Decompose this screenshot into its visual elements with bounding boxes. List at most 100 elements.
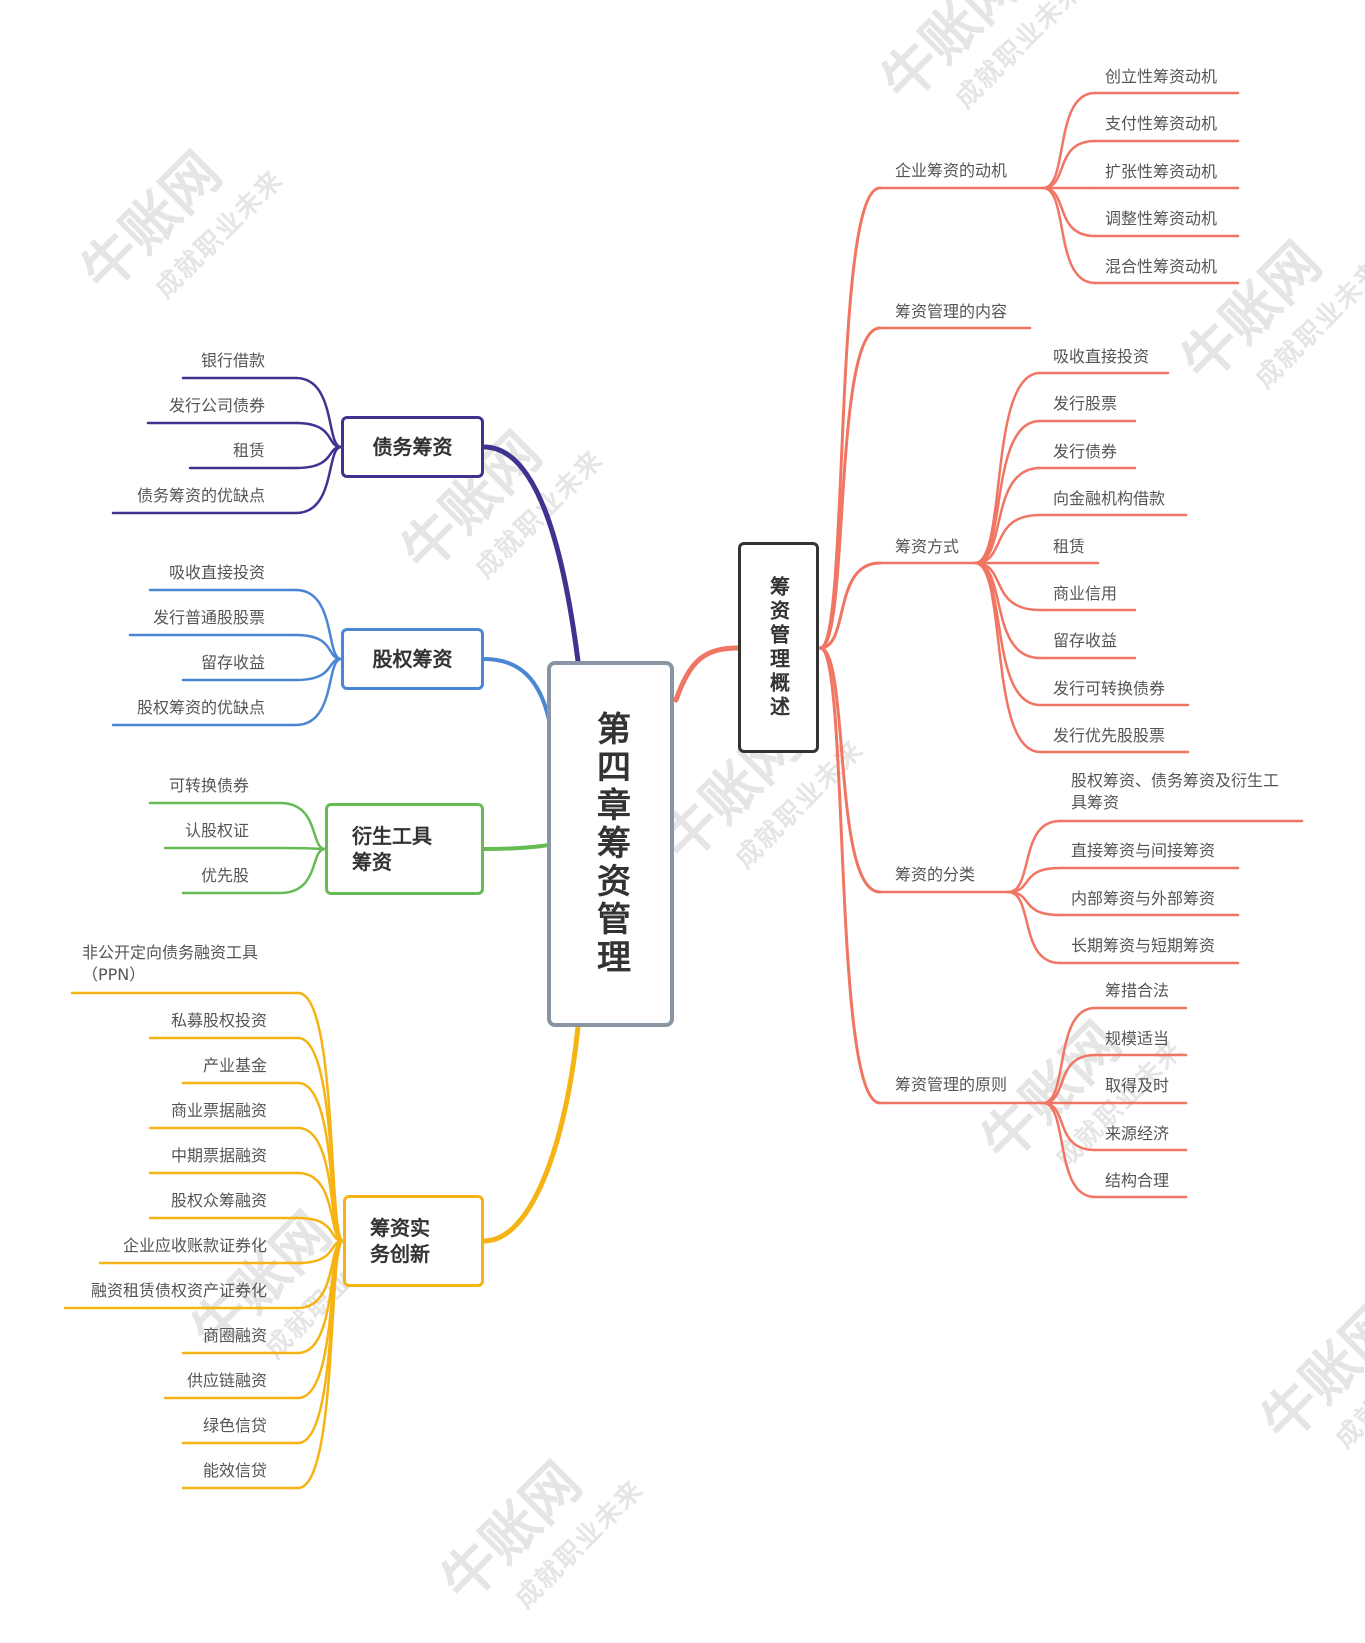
connector [296,1036,345,1243]
leaf-label[interactable]: 直接筹资与间接筹资 [1071,841,1216,860]
connector [278,801,327,851]
leaf-label[interactable]: 企业应收账款证券化 [122,1236,267,1255]
connector [296,1171,345,1243]
leaf-label[interactable]: 融资租赁债权资产证券化 [90,1281,267,1300]
connector [1006,890,1062,965]
connector [278,846,327,851]
connector [296,991,345,1243]
branch-derivative-financing[interactable]: 衍生工具筹资 [325,803,484,895]
leaf-label[interactable]: 发行可转换债券 [1053,679,1166,698]
leaf-label[interactable]: 商圈融资 [202,1326,267,1345]
connector [818,646,882,1105]
node-label[interactable]: 筹资管理的原则 [895,1075,1008,1094]
leaf-label[interactable]: 留存收益 [200,653,265,672]
leaf-label[interactable]: 吸收直接投资 [168,563,265,582]
leaf-label[interactable]: 可转换债券 [168,776,249,795]
connector [1041,1006,1097,1105]
leaf-label[interactable]: 租赁 [1053,537,1086,556]
branch-financing-innovation[interactable]: 筹资实务创新 [343,1195,484,1287]
connector [818,326,882,650]
leaf-label[interactable]: 向金融机构借款 [1053,489,1166,508]
connector [1041,1101,1097,1152]
leaf-label[interactable]: 发行普通股股票 [152,608,265,627]
connector [296,1239,345,1490]
leaf-label[interactable]: 中期票据融资 [170,1146,267,1165]
node-label[interactable]: 筹资方式 [895,537,960,556]
leaf-label[interactable]: 来源经济 [1105,1124,1170,1143]
connector [973,371,1042,565]
branch-financing-innovation-label: 筹资实务创新 [370,1216,430,1266]
connector [482,843,551,851]
connector [481,444,581,664]
connector [1006,819,1062,894]
leaf-label[interactable]: 发行优先股股票 [1053,726,1166,745]
connector [1041,186,1097,285]
leaf-label[interactable]: 发行公司债券 [168,396,265,415]
connector [1041,139,1097,190]
connector [818,646,882,894]
connector-layer [63,91,1304,1490]
leaf-label[interactable]: 发行债券 [1053,442,1118,461]
leaf-label[interactable]: 优先股 [200,866,249,885]
leaf-label[interactable]: 股权众筹融资 [170,1191,267,1210]
leaf-label[interactable]: 创立性筹资动机 [1105,67,1218,86]
branch-derivative-financing-label: 衍生工具筹资 [352,824,432,874]
connector [973,466,1042,565]
leaf-label[interactable]: 商业信用 [1053,584,1118,603]
leaf-label[interactable]: 混合性筹资动机 [1105,257,1218,276]
leaf-label[interactable]: 长期筹资与短期筹资 [1071,936,1216,955]
leaf-label[interactable]: 筹措合法 [1105,981,1170,1000]
leaf-label[interactable]: 股权筹资、债务筹资及衍生工具筹资 [1071,771,1280,812]
leaf-label[interactable]: 股权筹资的优缺点 [136,698,265,717]
connector [294,588,343,661]
node-label[interactable]: 企业筹资的动机 [895,161,1008,180]
leaf-label[interactable]: 结构合理 [1105,1171,1170,1190]
node-label[interactable]: 筹资的分类 [895,865,976,884]
connector [482,657,551,722]
connector [973,513,1042,565]
root-topic[interactable]: 第四章筹资管理 [547,661,674,1027]
leaf-label[interactable]: 银行借款 [200,351,265,370]
connector [1041,186,1097,238]
connector [1041,1053,1097,1105]
leaf-label[interactable]: 产业基金 [202,1056,267,1075]
connector [673,645,741,703]
node-label[interactable]: 筹资管理的内容 [895,302,1008,321]
connector [294,445,343,515]
leaf-label[interactable]: 内部筹资与外部筹资 [1071,889,1216,908]
leaf-label[interactable]: 非公开定向债务融资工具（PPN） [82,943,259,984]
leaf-label[interactable]: 取得及时 [1105,1076,1170,1095]
leaf-label[interactable]: 发行股票 [1053,394,1118,413]
leaf-label[interactable]: 债务筹资的优缺点 [136,486,265,505]
leaf-label[interactable]: 支付性筹资动机 [1105,114,1218,133]
branch-equity-financing-label: 股权筹资 [372,647,453,671]
connector [973,561,1042,754]
connector [481,1024,581,1244]
branch-overview[interactable]: 筹资管理概述 [738,542,819,753]
leaf-label[interactable]: 调整性筹资动机 [1105,209,1218,228]
branch-overview-label: 筹资管理概述 [766,575,791,720]
connector [818,186,882,650]
leaf-label[interactable]: 供应链融资 [186,1371,267,1390]
leaf-label[interactable]: 租赁 [232,441,265,460]
branch-equity-financing[interactable]: 股权筹资 [341,628,484,690]
branch-debt-financing[interactable]: 债务筹资 [341,416,484,478]
leaf-label[interactable]: 留存收益 [1053,631,1118,650]
branch-debt-financing-label: 债务筹资 [372,435,453,459]
connector [294,657,343,727]
connector [1041,91,1097,190]
leaf-label[interactable]: 扩张性筹资动机 [1105,162,1218,181]
leaf-label[interactable]: 吸收直接投资 [1053,347,1150,366]
connector [1041,1101,1097,1199]
leaf-label[interactable]: 绿色信贷 [202,1416,267,1435]
root-topic-label: 第四章筹资管理 [590,711,631,977]
connector [818,561,882,650]
connector [1006,866,1062,894]
leaf-label[interactable]: 能效信贷 [202,1461,267,1480]
leaf-label[interactable]: 认股权证 [184,821,249,840]
connector [294,376,343,449]
leaf-label[interactable]: 商业票据融资 [170,1101,267,1120]
connector [278,847,327,895]
leaf-label[interactable]: 规模适当 [1105,1029,1170,1048]
leaf-label[interactable]: 私募股权投资 [170,1011,267,1030]
